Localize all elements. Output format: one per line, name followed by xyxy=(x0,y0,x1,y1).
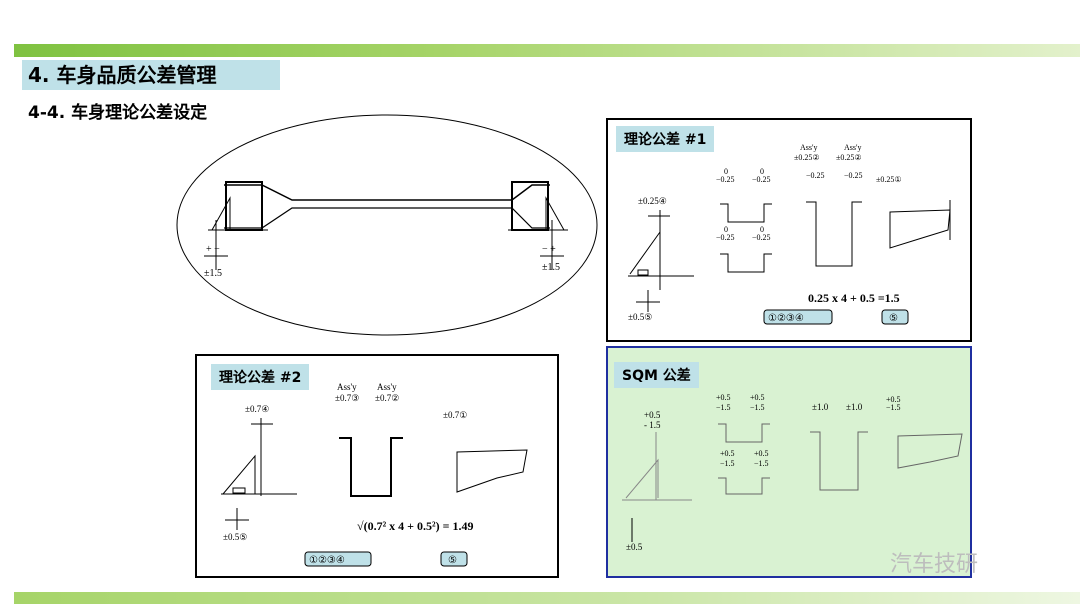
panel1-title: 理论公差 #1 xyxy=(616,126,715,152)
svg-text:+0.5: +0.5 xyxy=(716,393,731,402)
svg-text:0: 0 xyxy=(760,167,764,176)
svg-text:±0.7④: ±0.7④ xyxy=(245,404,269,414)
svg-text:±0.25②: ±0.25② xyxy=(836,153,862,162)
overview-left-tol: ±1.5 xyxy=(204,268,222,279)
p1-badge-1: ①②③④ xyxy=(768,313,804,324)
svg-text:+0.5: +0.5 xyxy=(754,449,769,458)
svg-text:0: 0 xyxy=(760,225,764,234)
svg-text:±1.0: ±1.0 xyxy=(812,402,829,412)
panel2-title: 理论公差 #2 xyxy=(211,364,310,390)
top-accent-bar xyxy=(14,44,1080,57)
svg-text:±0.7②: ±0.7② xyxy=(375,393,399,403)
svg-text:- 1.5: - 1.5 xyxy=(644,420,661,430)
svg-text:−0.25: −0.25 xyxy=(716,175,735,184)
svg-text:−0.25: −0.25 xyxy=(844,171,863,180)
svg-text:±0.25②: ±0.25② xyxy=(794,153,820,162)
svg-text:±0.5⑤: ±0.5⑤ xyxy=(223,532,247,542)
svg-text:±0.25①: ±0.25① xyxy=(876,175,902,184)
p1-badge-2: ⑤ xyxy=(889,313,898,324)
slide-subtitle: 4-4. 车身理论公差设定 xyxy=(28,103,208,123)
svg-text:±1.0: ±1.0 xyxy=(846,402,863,412)
svg-text:+0.5: +0.5 xyxy=(886,395,901,404)
svg-text:⑤: ⑤ xyxy=(448,555,457,566)
slide-title: 4. 车身品质公差管理 xyxy=(22,60,280,90)
svg-text:Ass'y: Ass'y xyxy=(844,143,861,152)
sqm-title: SQM 公差 xyxy=(614,362,699,388)
svg-text:0: 0 xyxy=(724,167,728,176)
svg-text:+0.5: +0.5 xyxy=(644,410,661,420)
svg-text:−0.25: −0.25 xyxy=(752,233,771,242)
overview-right-tol: ±1.5 xyxy=(542,262,560,273)
svg-text:±0.7①: ±0.7① xyxy=(443,410,467,420)
svg-text:0: 0 xyxy=(724,225,728,234)
sqm-tolerance-panel: SQM 公差 +0.5 - 1.5 ±0.5 +0.5 −1.5 +0.5 −1… xyxy=(606,346,972,578)
p1-tol-a: ±0.25④ xyxy=(638,196,667,206)
svg-text:−1.5: −1.5 xyxy=(886,403,901,412)
svg-text:±0.7③: ±0.7③ xyxy=(335,393,359,403)
svg-text:Ass'y: Ass'y xyxy=(377,382,397,392)
svg-text:Ass'y: Ass'y xyxy=(800,143,817,152)
svg-text:−1.5: −1.5 xyxy=(750,403,765,412)
p1-formula: 0.25 x 4 + 0.5 =1.5 xyxy=(808,291,900,305)
svg-text:±0.5: ±0.5 xyxy=(626,542,643,552)
svg-text:−1.5: −1.5 xyxy=(754,459,769,468)
bottom-accent-bar xyxy=(14,592,1080,604)
p2-formula: √(0.7² x 4 + 0.5²) = 1.49 xyxy=(357,519,473,533)
svg-text:−1.5: −1.5 xyxy=(716,403,731,412)
theory-tolerance-panel-2: 理论公差 #2 ±0.7④ ±0.5⑤ Ass'y ±0.7③ Ass'y ±0… xyxy=(195,354,559,578)
svg-text:−0.25: −0.25 xyxy=(806,171,825,180)
p1-tol-bottom: ±0.5⑤ xyxy=(628,312,652,322)
body-section-overview: + − − + ±1.5 ±1.5 xyxy=(176,114,598,336)
svg-text:−0.25: −0.25 xyxy=(752,175,771,184)
svg-text:−0.25: −0.25 xyxy=(716,233,735,242)
svg-text:+0.5: +0.5 xyxy=(750,393,765,402)
svg-text:−1.5: −1.5 xyxy=(720,459,735,468)
theory-tolerance-panel-1: 理论公差 #1 ±0.25④ ±0.5⑤ 0 −0.25 0 −0.25 0 −… xyxy=(606,118,972,342)
svg-text:Ass'y: Ass'y xyxy=(337,382,357,392)
watermark: 汽车技研 xyxy=(890,552,979,577)
svg-text:− +: − + xyxy=(542,244,556,255)
svg-text:+ −: + − xyxy=(206,244,220,255)
svg-text:+0.5: +0.5 xyxy=(720,449,735,458)
svg-text:①②③④: ①②③④ xyxy=(309,555,345,566)
